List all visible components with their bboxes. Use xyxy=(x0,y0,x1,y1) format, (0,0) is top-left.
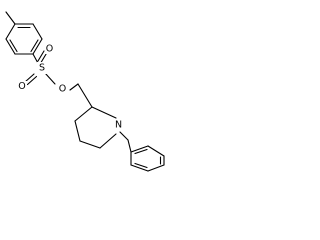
tosyl-ring xyxy=(5,23,43,55)
molecule-diagram: O S O O N xyxy=(5,11,165,172)
bond-ring1-double-3 xyxy=(9,39,18,53)
bond-s-o-bottom-1 xyxy=(24,73,35,83)
bond-ring2-e xyxy=(130,164,149,172)
bond-s-o-ester xyxy=(44,72,56,85)
bond-ring2-double-3 xyxy=(134,162,148,169)
bond-s-o-top-1 xyxy=(37,50,45,62)
bond-ring1-b xyxy=(32,23,43,40)
bond-layer xyxy=(5,11,165,172)
bond-pip-4 xyxy=(99,133,117,149)
bond-ring2-a xyxy=(130,145,149,153)
atom-oxygen-top: O xyxy=(46,44,53,55)
phenyl-ring xyxy=(130,145,165,172)
bond-pip-5 xyxy=(91,106,117,119)
bond-ring2-double-1 xyxy=(134,148,148,155)
bond-ring1-double-2 xyxy=(30,39,39,53)
bond-methyl xyxy=(5,11,16,25)
bond-pip-1 xyxy=(74,106,93,122)
bond-ring2-b xyxy=(147,145,165,157)
bond-pip-3 xyxy=(79,140,101,149)
bond-ch2-phenyl xyxy=(127,139,132,153)
atom-sulfur: S xyxy=(39,63,45,74)
bond-ring1-f xyxy=(5,23,16,40)
bond-n-ch2 xyxy=(119,131,129,141)
bond-s-o-top-2 xyxy=(40,51,48,64)
atom-nitrogen: N xyxy=(115,120,122,131)
atom-oxygen-bottom: O xyxy=(18,81,25,92)
bond-ring1-c xyxy=(32,38,43,55)
bond-s-o-bottom-2 xyxy=(26,75,38,86)
bond-ch2-ring xyxy=(77,83,93,108)
bond-pip-2 xyxy=(74,120,81,142)
piperidine-ring xyxy=(74,106,117,149)
bond-ring1-e xyxy=(5,38,16,55)
bond-o-ch2 xyxy=(69,83,79,91)
bond-ring2-d xyxy=(147,164,165,172)
atom-oxygen-ester: O xyxy=(59,84,66,95)
atom-label-layer: O S O O N xyxy=(17,44,124,131)
